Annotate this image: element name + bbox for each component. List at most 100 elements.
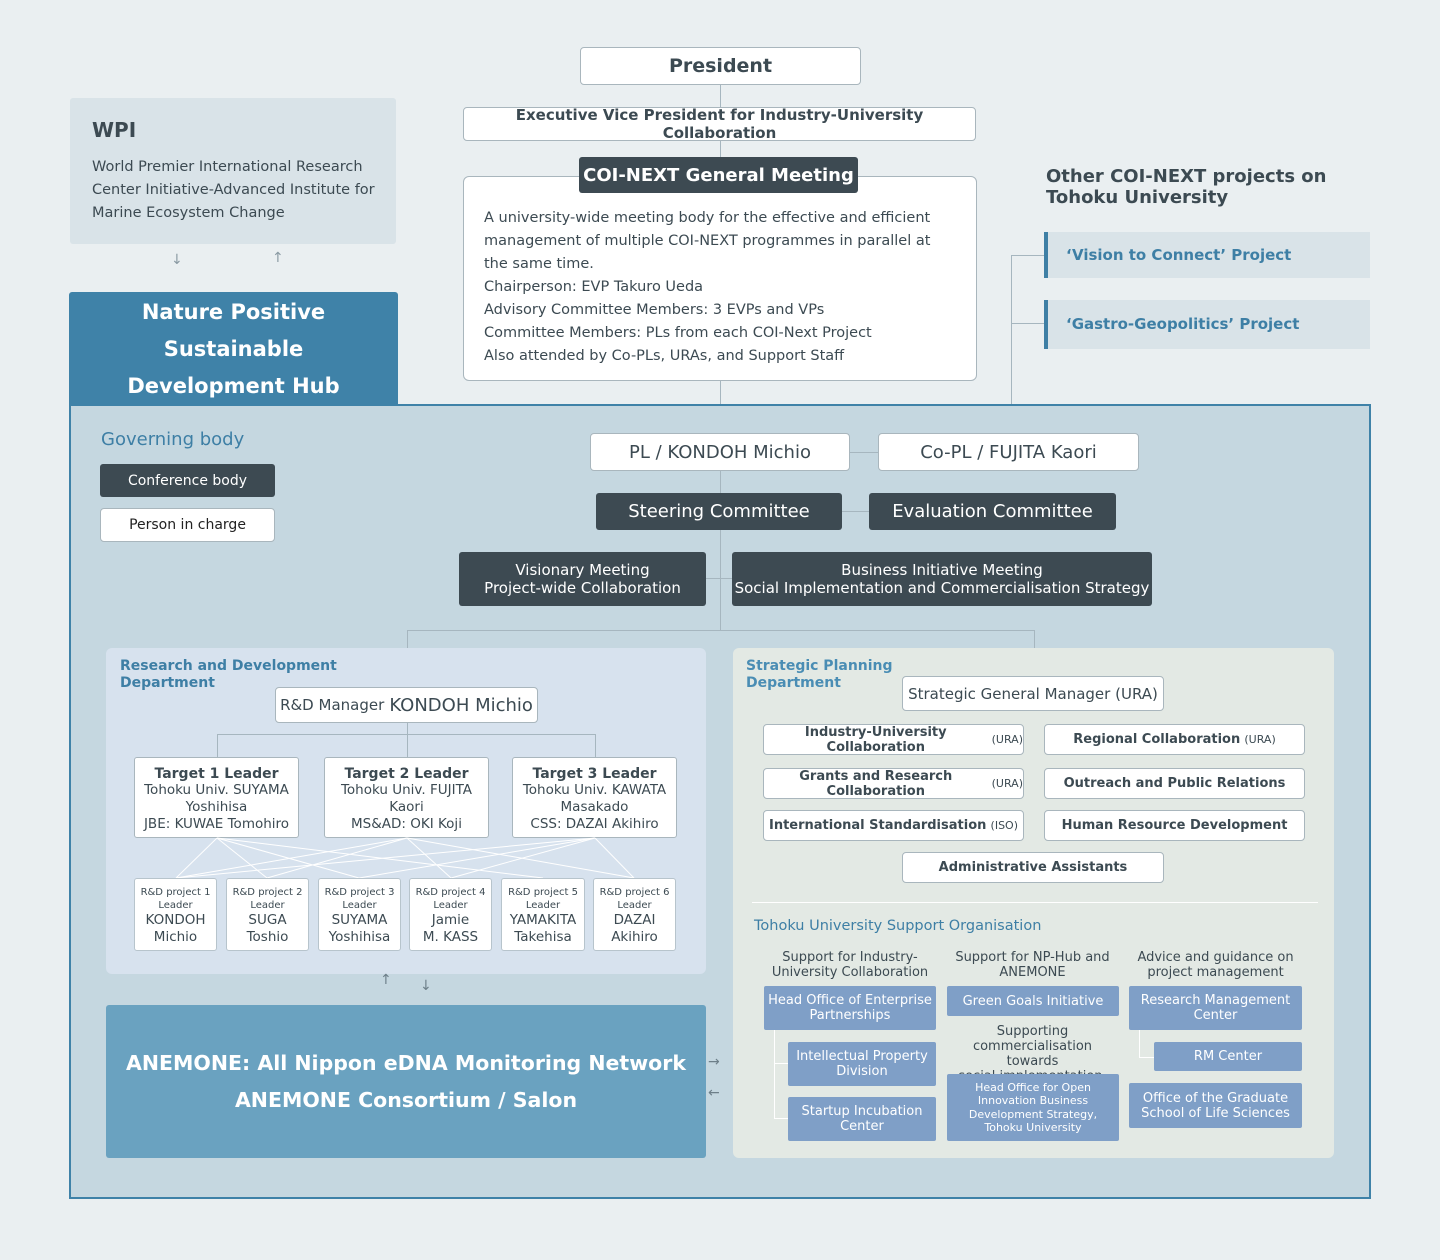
general-meeting-panel: A university-wide meeting body for the e… (463, 176, 977, 381)
evp-box: Executive Vice President for Industry-Un… (463, 106, 976, 142)
rd-project-label: R&D project 1 Leader (140, 887, 211, 911)
other-projects-title: Other COI-NEXT projects on Tohoku Univer… (1046, 166, 1327, 208)
rd-manager-box: R&D Manager KONDOH Michio (275, 687, 538, 723)
pl-label: PL / KONDOH Michio (629, 441, 811, 463)
arrow-right-icon: → (708, 1054, 720, 1070)
support-unit: Office of the Graduate School of Life Sc… (1129, 1083, 1302, 1128)
connector (720, 85, 721, 107)
connector (407, 723, 408, 757)
evaluation-label: Evaluation Committee (892, 501, 1093, 522)
copl-label: Co-PL / FUJITA Kaori (920, 441, 1097, 463)
support-title: Tohoku University Support Organisation (754, 918, 1042, 934)
sp-department-title: Strategic Planning Department (746, 658, 893, 691)
rd-project-name: Jamie M. KASS (422, 912, 479, 945)
legend-title: Governing body (101, 429, 245, 450)
rd-project-label: R&D project 2 Leader (232, 887, 303, 911)
connector (706, 578, 732, 579)
rd-manager-name: KONDOH Michio (389, 694, 533, 716)
legend-conference: Conference body (100, 464, 275, 497)
target-title: Target 3 Leader (532, 766, 657, 782)
target-title: Target 1 Leader (154, 766, 279, 782)
connector (1011, 255, 1012, 405)
evaluation-committee: Evaluation Committee (869, 493, 1116, 530)
connector (720, 471, 721, 493)
general-meeting-line: Chairperson: EVP Takuro Ueda (484, 279, 704, 295)
target-leader-box: Target 1 Leader Tohoku Univ. SUYAMA Yosh… (134, 757, 299, 838)
sp-unit-name: Grants and Research Collaboration (799, 768, 953, 799)
general-meeting-description: A university-wide meeting body for the e… (484, 210, 931, 272)
connector (774, 1030, 775, 1118)
other-project-item[interactable]: ‘Gastro-Geopolitics’ Project (1044, 300, 1370, 349)
support-unit: Startup Incubation Center (788, 1097, 936, 1141)
connector (842, 511, 869, 512)
rd-project-box: R&D project 1 Leader KONDOH Michio (134, 878, 217, 951)
legend-person: Person in charge (100, 508, 275, 542)
target-body: Tohoku Univ. KAWATA Masakado CSS: DAZAI … (522, 782, 667, 832)
connector (1139, 1057, 1154, 1058)
hub-title-line: Nature Positive Sustainable (141, 299, 326, 361)
general-meeting-line: Advisory Committee Members: 3 EVPs and V… (484, 302, 825, 318)
sp-unit-box: Industry-University Collaboration (URA) (763, 724, 1024, 755)
rd-project-label: R&D project 4 Leader (415, 887, 486, 911)
president-box: President (580, 47, 861, 85)
wpi-box: WPI World Premier International Research… (70, 98, 396, 244)
connector (774, 1063, 788, 1064)
arrow-down-icon: ↓ (420, 978, 432, 994)
rd-project-label: R&D project 5 Leader (508, 887, 578, 911)
sp-unit-box: Grants and Research Collaboration (URA) (763, 768, 1024, 799)
connector (774, 1118, 788, 1119)
copl-box: Co-PL / FUJITA Kaori (878, 433, 1139, 471)
arrow-left-icon: ← (708, 1085, 720, 1101)
other-project-label: ‘Gastro-Geopolitics’ Project (1066, 315, 1300, 333)
connector (720, 530, 721, 630)
sp-unit-suffix: (URA) (991, 777, 1023, 790)
connector (217, 734, 595, 735)
sp-unit-suffix: (ISO) (990, 819, 1018, 832)
rd-project-name: SUGA Toshio (246, 912, 289, 945)
target-leader-box: Target 3 Leader Tohoku Univ. KAWATA Masa… (512, 757, 677, 838)
arrow-up-icon: ↑ (380, 972, 392, 988)
target-title: Target 2 Leader (344, 766, 469, 782)
general-meeting-title: COI-NEXT General Meeting (579, 157, 858, 193)
divider (752, 902, 1318, 903)
rd-project-name: DAZAI Akihiro (611, 912, 658, 945)
hub-title: Nature Positive Sustainable Development … (69, 292, 398, 406)
connector (407, 630, 1034, 631)
sp-unit-box: Outreach and Public Relations (1044, 768, 1305, 799)
visionary-meeting: Visionary Meeting Project-wide Collabora… (459, 552, 706, 606)
rd-project-label: R&D project 3 Leader (324, 887, 395, 911)
arrow-down-icon: ↓ (171, 252, 183, 268)
rd-manager-prefix: R&D Manager (280, 696, 385, 714)
target-leader-box: Target 2 Leader Tohoku Univ. FUJITA Kaor… (324, 757, 489, 838)
sp-admin-box: Administrative Assistants (902, 852, 1164, 883)
rd-project-box: R&D project 2 Leader SUGA Toshio (226, 878, 309, 951)
connector (720, 381, 721, 405)
sp-unit-suffix: (URA) (1244, 733, 1276, 746)
rd-project-label: R&D project 6 Leader (599, 887, 670, 911)
other-project-item[interactable]: ‘Vision to Connect’ Project (1044, 232, 1370, 278)
sp-unit-name: Regional Collaboration (1073, 732, 1241, 747)
rd-project-name: YAMAKITA Takehisa (509, 912, 577, 945)
rd-department-title: Research and Development Department (120, 658, 337, 691)
wpi-title: WPI (92, 118, 137, 142)
general-meeting-title-label: COI-NEXT General Meeting (583, 164, 854, 186)
support-unit: Research Management Center (1129, 986, 1302, 1030)
support-unit: Green Goals Initiative (947, 986, 1119, 1016)
connector (1139, 1030, 1140, 1057)
sp-unit-name: Industry-University Collaboration (804, 724, 947, 755)
hub-title-line: Development Hub (127, 373, 340, 398)
connector (1011, 255, 1044, 256)
support-unit: Head Office for Open Innovation Business… (947, 1074, 1119, 1141)
support-unit: Intellectual Property Division (788, 1042, 936, 1086)
wpi-description: World Premier International Research Cen… (92, 159, 375, 221)
sp-unit-box: Human Resource Development (1044, 810, 1305, 841)
target-body: Tohoku Univ. SUYAMA Yoshihisa JBE: KUWAE… (143, 782, 290, 832)
president-label: President (668, 55, 773, 77)
sp-unit-suffix: (URA) (991, 733, 1023, 746)
general-meeting-line: Also attended by Co-PLs, URAs, and Suppo… (484, 348, 845, 364)
sp-manager-suffix: (URA) (1115, 684, 1158, 703)
general-meeting-line: Committee Members: PLs from each COI-Nex… (484, 325, 872, 341)
rd-project-name: KONDOH Michio (145, 912, 206, 945)
sp-unit-name: Human Resource Development (1061, 818, 1288, 833)
target-body: Tohoku Univ. FUJITA Kaori MS&AD: OKI Koj… (340, 782, 473, 832)
